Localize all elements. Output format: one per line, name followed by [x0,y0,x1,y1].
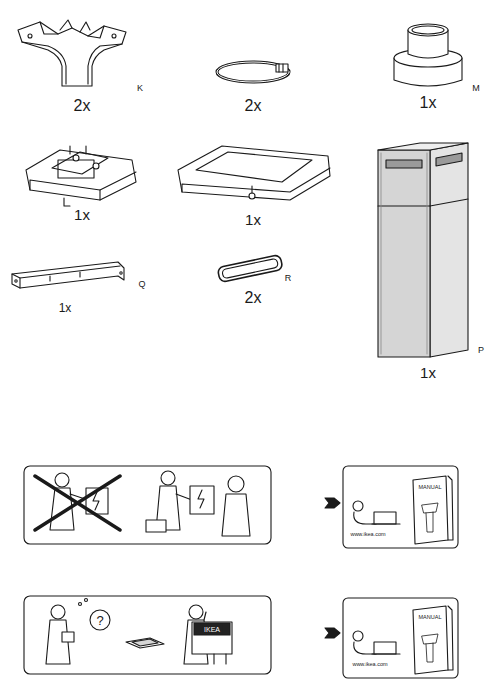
pointer-arrow [325,498,340,638]
question-mark: ? [96,614,103,627]
hose-clamp [217,62,289,82]
bracket-k [18,20,126,86]
safety-panel [24,466,271,544]
part-letter: M [472,84,480,93]
part-letter: R [285,274,292,283]
quantity: 2x [245,98,262,114]
quantity: 1x [59,302,72,314]
mounting-plate [178,146,330,200]
chimney-p [378,143,468,357]
quantity: 2x [74,98,91,114]
brand-text: IKEA [202,625,222,634]
part-letter: K [137,84,143,93]
quantity: 1x [74,207,90,222]
part-letter: Q [138,280,145,289]
quantity: 1x [245,212,261,227]
help-panel [24,596,271,674]
part-letter: P [478,346,484,355]
manual-text: MANUAL [419,485,442,491]
manual-text: MANUAL [419,615,442,621]
quantity: 2x [245,290,262,306]
url-text: www.ikea.com [350,532,385,538]
gasket-r [217,254,283,282]
url-text: www.ikea.com [352,662,387,668]
manual-panel [343,466,458,678]
quantity: 1x [420,365,436,380]
bracket-q [12,262,124,288]
quantity: 1x [420,95,437,111]
reducer-m [394,24,462,86]
mounting-frame [26,146,136,206]
